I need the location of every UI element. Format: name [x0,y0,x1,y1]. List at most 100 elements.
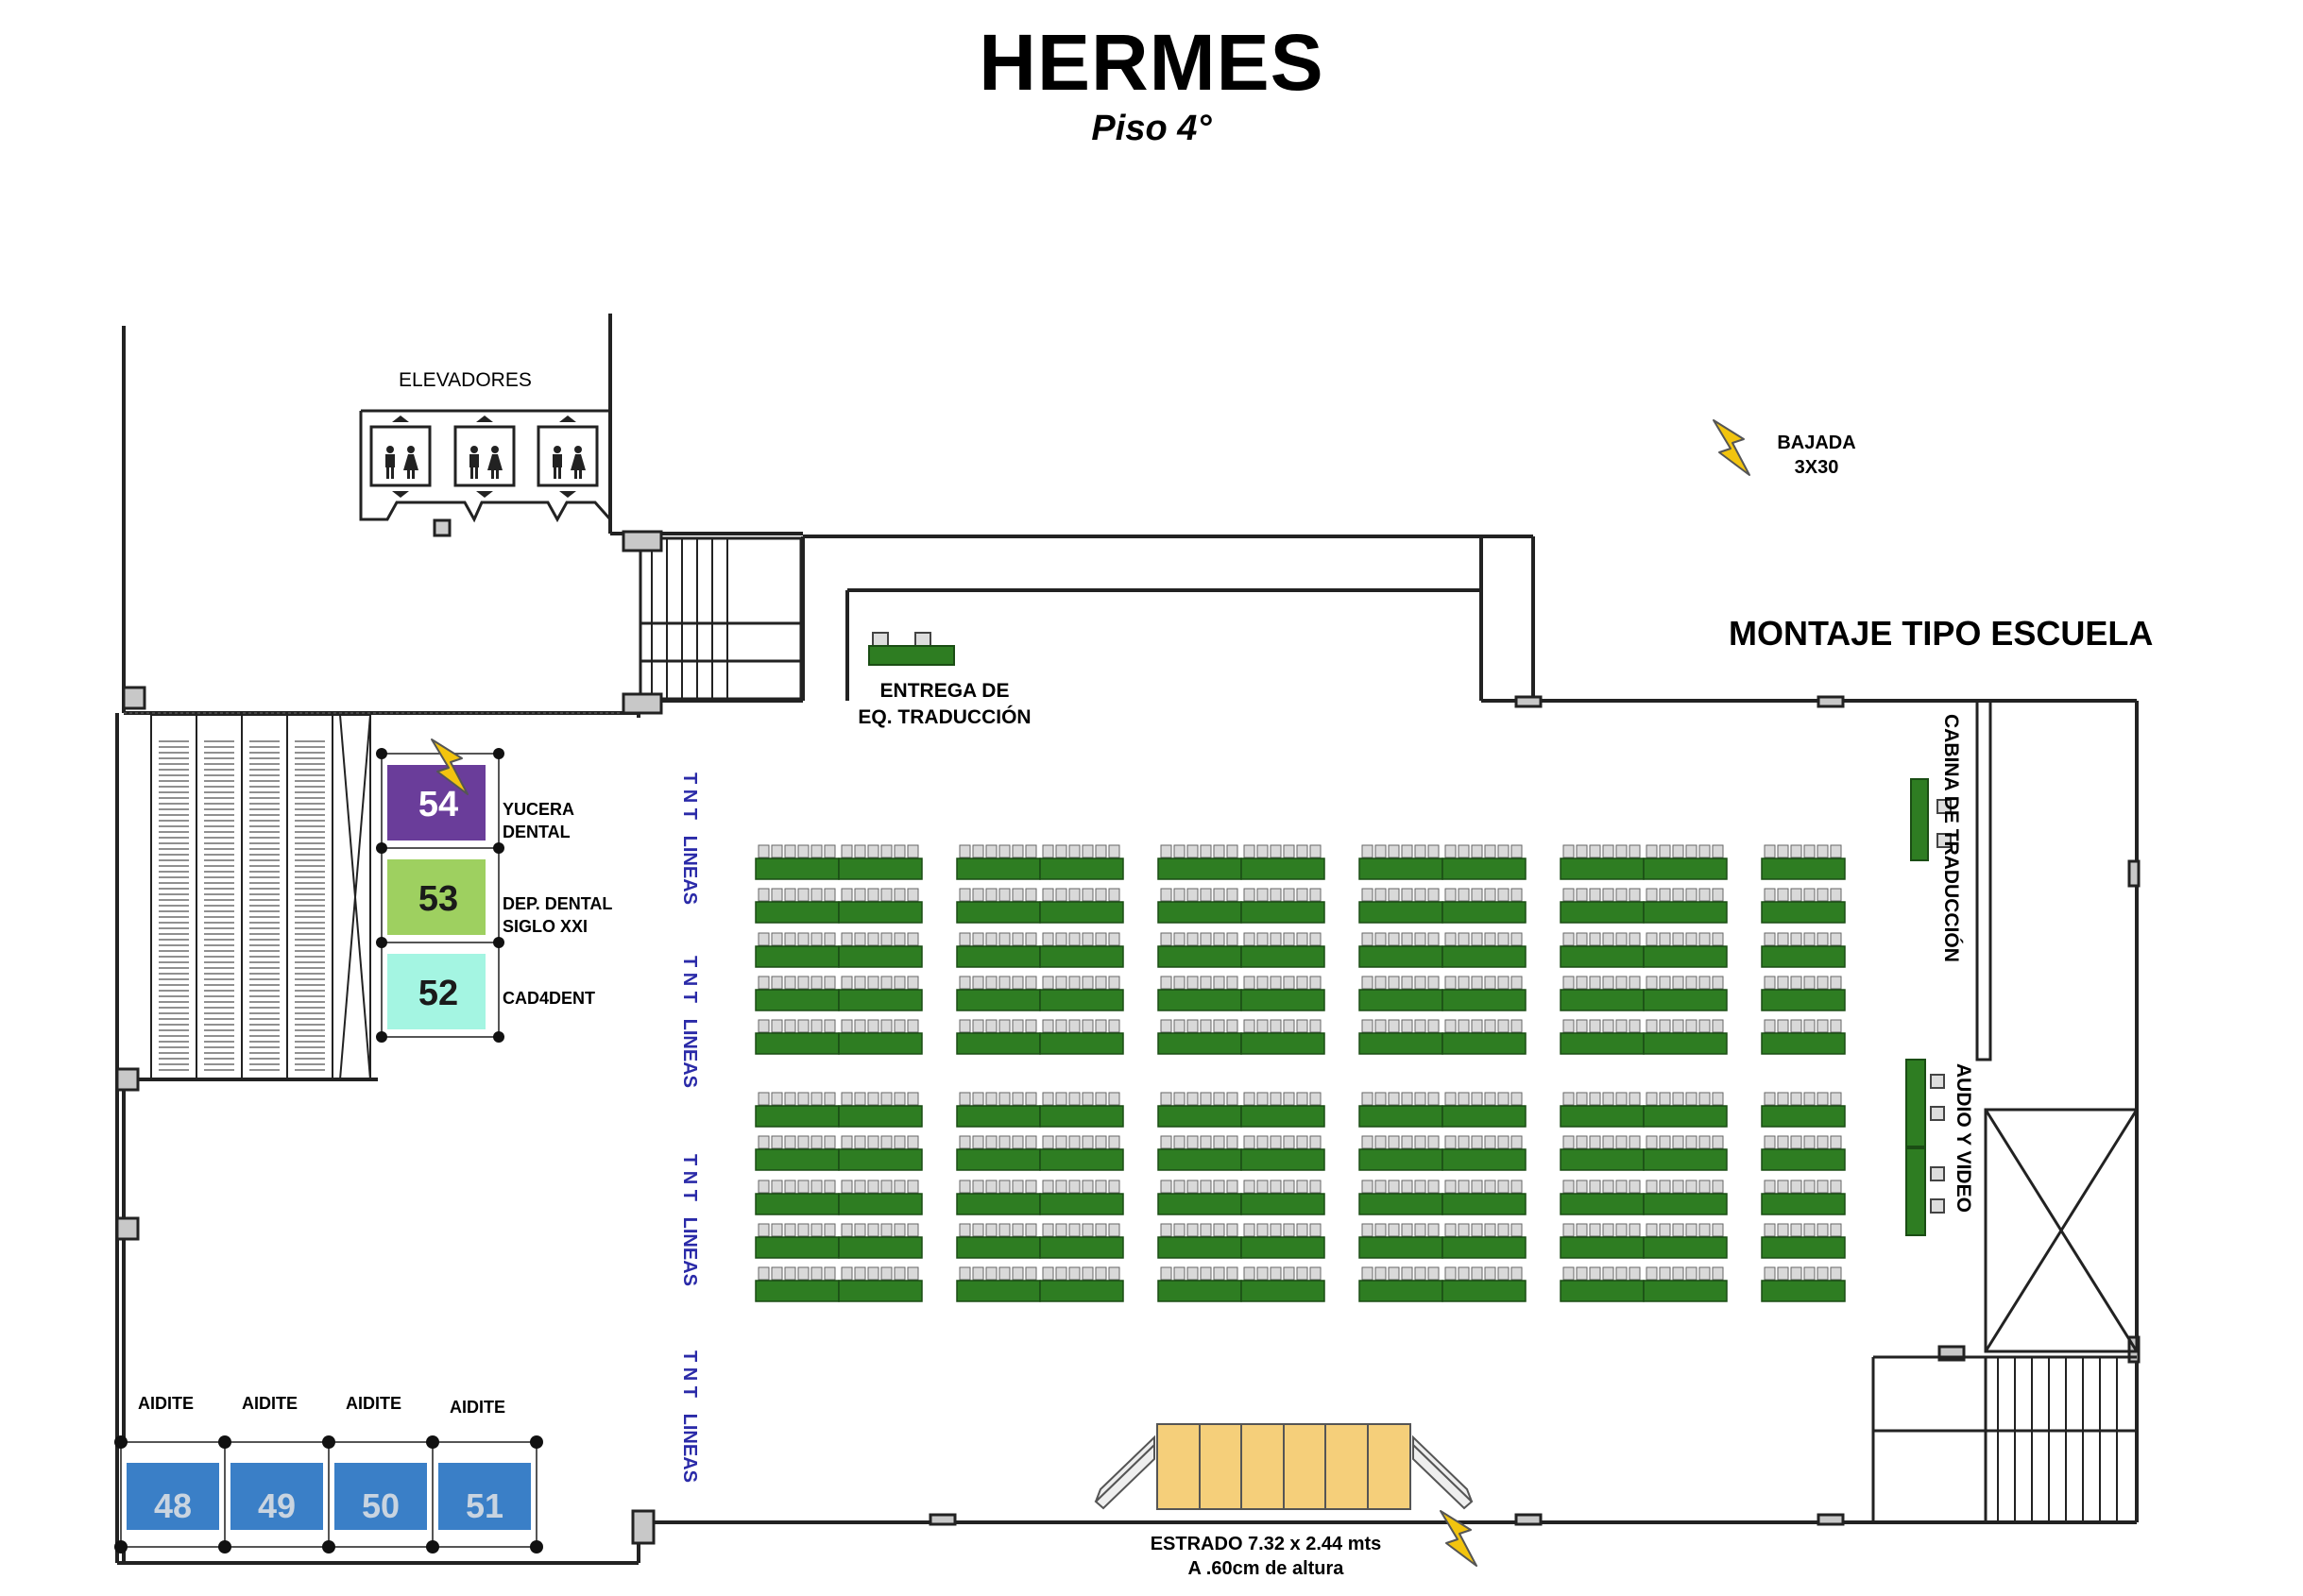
booth-name-line1: YUCERA [503,800,575,819]
chair [771,932,783,946]
chair [1615,1180,1628,1194]
chair [880,1092,893,1106]
chair [1510,1266,1523,1281]
table [956,1193,1041,1215]
chair [959,1266,971,1281]
table [1761,989,1846,1011]
chair [1055,1223,1067,1237]
chair [1458,1092,1470,1106]
chair [1374,888,1387,902]
chair [1256,1019,1269,1033]
chair [1458,844,1470,858]
chair [1576,888,1588,902]
table [838,1105,923,1128]
chair [1055,1135,1067,1149]
chair [907,1135,919,1149]
chair [1790,1135,1802,1149]
chair [771,1266,783,1281]
chair [1200,1092,1212,1106]
chair [1270,1266,1282,1281]
table [1560,901,1645,924]
chair [1200,1223,1212,1237]
chair [1256,1223,1269,1237]
chair [1108,844,1120,858]
chair [841,932,853,946]
chair [1012,888,1024,902]
chair [1589,932,1601,946]
chair [854,1135,866,1149]
chair [854,1092,866,1106]
chair [972,1135,984,1149]
chair [1629,976,1641,990]
chair [824,1180,836,1194]
chair [1685,932,1697,946]
chair [1283,844,1295,858]
chair [1471,1223,1483,1237]
chair [894,1019,906,1033]
chair [1108,1266,1120,1281]
chair [1427,1135,1440,1149]
chair [1777,1180,1789,1194]
chair [959,1019,971,1033]
booth-number-54: 54 [418,785,458,824]
chair [1186,1135,1199,1149]
booth-53 [387,859,486,935]
chair [1283,1135,1295,1149]
chair [1615,1266,1628,1281]
chair [1659,1180,1671,1194]
chair [1830,1135,1842,1149]
chair [1444,1180,1457,1194]
chair [1576,844,1588,858]
chair [867,888,879,902]
chair [1374,932,1387,946]
table [1240,989,1325,1011]
chair [1186,1019,1199,1033]
chair [880,1135,893,1149]
chair [907,932,919,946]
chair [1173,1223,1186,1237]
table [1560,1236,1645,1259]
chair [1042,888,1054,902]
chair [1414,844,1426,858]
chair [1309,888,1322,902]
stage-label: ESTRADO 7.32 x 2.44 mts A .60cm de altur… [1124,1532,1407,1581]
chair [1160,888,1172,902]
chair [1068,844,1081,858]
table [755,901,840,924]
chair [1414,1019,1426,1033]
chair [998,1266,1011,1281]
stage-steps-right [1412,1435,1474,1510]
chair [1790,1092,1802,1106]
booth-name-line2: SIGLO XXI [503,917,589,936]
chair [1672,976,1684,990]
booth-corner-post [218,1435,231,1449]
chair [1602,932,1614,946]
table [1157,901,1242,924]
chair [1025,1180,1037,1194]
chair [1589,1266,1601,1281]
chair [1283,932,1295,946]
chair [1388,1092,1400,1106]
chair [1830,1092,1842,1106]
chair [784,1092,796,1106]
chair [1685,1135,1697,1149]
chair [1471,1180,1483,1194]
chair [1243,1092,1255,1106]
chair [1659,1266,1671,1281]
table [1157,945,1242,968]
chair [998,1019,1011,1033]
chair [1615,1019,1628,1033]
table [1358,857,1443,880]
chair [1659,932,1671,946]
chair [1484,1180,1496,1194]
chair [1270,976,1282,990]
chair [810,888,823,902]
chair [1243,1135,1255,1149]
chair [1055,976,1067,990]
chair [894,1180,906,1194]
chair [1042,844,1054,858]
chair [1108,976,1120,990]
chair [1576,1092,1588,1106]
chair [1458,1180,1470,1194]
